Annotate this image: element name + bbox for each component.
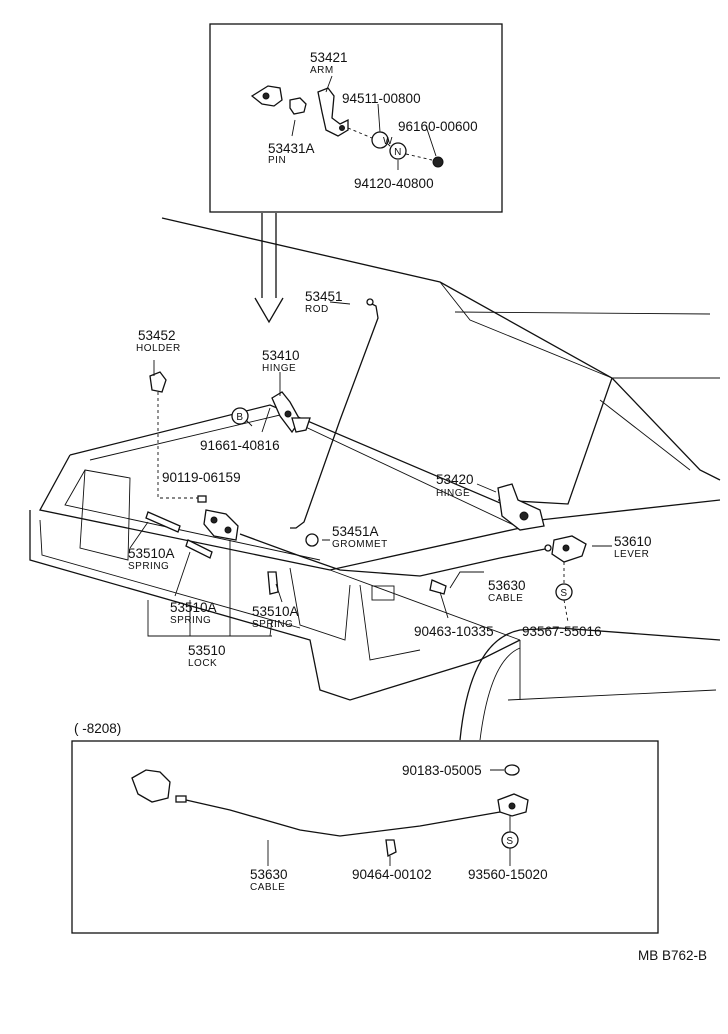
clip-part-number: 90119-06159 xyxy=(162,470,241,485)
hinge2-caption: HINGE xyxy=(436,488,470,499)
s-letter: S xyxy=(560,588,567,599)
inset-grommet-part-number: 90183-05005 xyxy=(402,763,482,778)
inset-screw-part-number: 93560-15020 xyxy=(468,867,548,882)
lock-caption: LOCK xyxy=(188,658,217,669)
spring2-caption: SPRING xyxy=(170,615,211,626)
inset-range-label: ( -8208) xyxy=(74,721,121,736)
inset-cable-caption: CABLE xyxy=(250,882,285,893)
inset-arrow xyxy=(254,213,284,324)
spring3-caption: SPRING xyxy=(252,619,293,630)
hinge-caption: HINGE xyxy=(262,363,296,374)
grommet-icon xyxy=(305,533,319,547)
arm-part-number: 53421 xyxy=(310,50,348,65)
support-rod-icon xyxy=(290,301,379,529)
rod-caption: ROD xyxy=(305,304,329,315)
cable-end-icon xyxy=(131,769,187,803)
arm-inset-frame xyxy=(209,23,503,213)
holder-caption: HOLDER xyxy=(136,343,181,354)
rod-holder-icon xyxy=(149,371,167,393)
screw-part-number: 93567-55016 xyxy=(522,624,602,639)
nut-part-number: 96160-00600 xyxy=(398,119,478,134)
inset-cable-icon xyxy=(185,799,501,837)
car-body-outline xyxy=(29,217,721,741)
lever-caption: LEVER xyxy=(614,549,649,560)
grommet-caption: GROMMET xyxy=(332,539,388,550)
hinge-part-number: 53410 xyxy=(262,348,300,363)
rod-part-number: 53451 xyxy=(305,289,343,304)
bolt-b-icon xyxy=(231,407,249,425)
release-cable-icon xyxy=(239,533,551,577)
diagram-code: MB B762-B xyxy=(638,948,707,963)
right-hinge-icon xyxy=(497,483,545,531)
spring1-caption: SPRING xyxy=(128,561,169,572)
inset-cable-part-number: 53630 xyxy=(250,867,288,882)
inset-grommet-icon xyxy=(504,764,520,776)
cable-inset-frame xyxy=(71,740,659,934)
b-letter: B xyxy=(236,412,243,423)
grommet-part-number: 53451A xyxy=(332,524,379,539)
cable-part-number: 53630 xyxy=(488,578,526,593)
pin-caption: PIN xyxy=(268,155,286,166)
inset-lever-icon xyxy=(497,793,529,817)
left-hinge-icon xyxy=(271,391,311,434)
hood-lock-icon xyxy=(203,509,239,541)
cable-caption: CABLE xyxy=(488,593,523,604)
cable-clamp-icon xyxy=(429,579,447,595)
washer-n-icon xyxy=(389,142,407,160)
hood-arm-icon xyxy=(250,85,349,137)
clamp-part-number: 90463-10335 xyxy=(414,624,494,639)
inset-clamp-part-number: 90464-00102 xyxy=(352,867,432,882)
spring3-part-number: 53510A xyxy=(252,604,299,619)
lock-spring-3-icon xyxy=(267,571,279,595)
washer-part-number: 94120-40800 xyxy=(354,176,434,191)
hinge-bolt-part-number: 91661-40816 xyxy=(200,438,280,453)
w-letter: W xyxy=(383,136,393,147)
holder-part-number: 53452 xyxy=(138,328,176,343)
inset-clamp-icon xyxy=(385,839,397,857)
n-letter: N xyxy=(394,147,402,158)
hinge2-part-number: 53420 xyxy=(436,472,474,487)
lock-spring-1-icon xyxy=(145,511,181,533)
lock-part-number: 53510 xyxy=(188,643,226,658)
bolt-part-number: 94511-00800 xyxy=(342,91,421,106)
pin-part-number: 53431A xyxy=(268,141,315,156)
spring1-part-number: 53510A xyxy=(128,546,175,561)
lever-part-number: 53610 xyxy=(614,534,652,549)
lock-spring-2-icon xyxy=(185,539,213,559)
arm-caption: ARM xyxy=(310,65,334,76)
inset-s-letter: S xyxy=(506,836,513,847)
spring2-part-number: 53510A xyxy=(170,600,217,615)
nut-icon xyxy=(432,156,444,168)
clip-icon xyxy=(197,495,207,503)
